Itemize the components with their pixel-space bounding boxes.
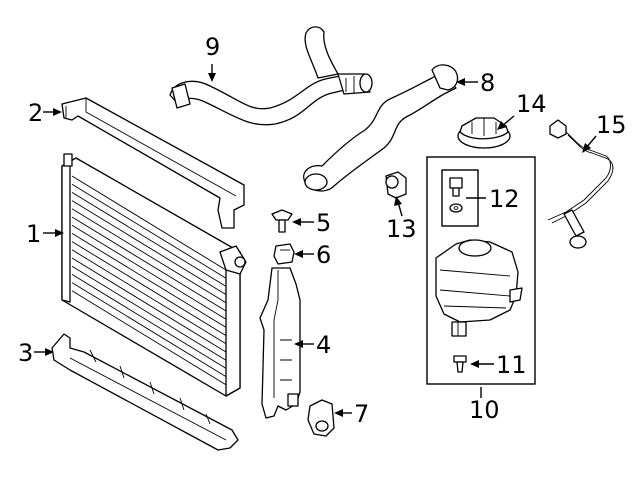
radiator-fin bbox=[71, 249, 227, 345]
callout-7: 7 bbox=[354, 400, 369, 428]
side-seal-bracket bbox=[259, 267, 301, 419]
radiator-fin bbox=[71, 265, 227, 361]
callout-3: 3 bbox=[18, 339, 33, 367]
lower-radiator-hose bbox=[303, 64, 459, 192]
radiator-fin bbox=[71, 192, 227, 287]
radiator-fin bbox=[71, 233, 227, 328]
radiator-fin bbox=[71, 208, 227, 304]
callout-10: 10 bbox=[469, 396, 500, 424]
mount-bracket bbox=[307, 399, 335, 437]
callout-15: 15 bbox=[596, 111, 627, 139]
radiator-fin bbox=[71, 175, 227, 271]
callout-8: 8 bbox=[480, 69, 495, 97]
coolant-reservoir bbox=[435, 239, 523, 337]
callout-9: 9 bbox=[205, 33, 220, 61]
reservoir-bolt bbox=[453, 355, 467, 373]
callout-13: 13 bbox=[386, 215, 417, 243]
callout-4: 4 bbox=[316, 331, 331, 359]
level-sensor bbox=[547, 119, 614, 249]
radiator-fin bbox=[71, 257, 227, 353]
callout-12: 12 bbox=[489, 185, 520, 213]
seal-ring bbox=[449, 203, 463, 213]
radiator-fin bbox=[71, 274, 227, 369]
upper-radiator-hose bbox=[169, 26, 373, 126]
radiator bbox=[61, 153, 247, 397]
radiator-fin bbox=[71, 200, 227, 295]
radiator-fin bbox=[71, 290, 227, 386]
leader-lines bbox=[34, 64, 597, 417]
retainer-clip bbox=[273, 243, 295, 265]
radiator-fin bbox=[71, 282, 227, 377]
radiator-fin bbox=[71, 224, 227, 320]
callout-11: 11 bbox=[496, 351, 527, 379]
radiator-fin bbox=[71, 241, 227, 336]
hose-connector bbox=[385, 171, 407, 199]
bleed-screw bbox=[449, 177, 463, 197]
callout-labels: 1 2 3 4 5 6 7 8 9 10 11 12 13 14 15 bbox=[18, 33, 627, 428]
push-clip bbox=[271, 209, 293, 233]
callout-1: 1 bbox=[26, 220, 41, 248]
lower-air-deflector bbox=[51, 333, 239, 451]
callout-5: 5 bbox=[316, 209, 331, 237]
callout-14: 14 bbox=[516, 90, 547, 118]
radiator-fin bbox=[71, 216, 227, 312]
radiator-fin bbox=[71, 183, 227, 279]
upper-air-deflector bbox=[61, 97, 245, 229]
reservoir-assembly-box bbox=[426, 156, 536, 385]
callout-2: 2 bbox=[28, 99, 43, 127]
callout-6: 6 bbox=[316, 241, 331, 269]
